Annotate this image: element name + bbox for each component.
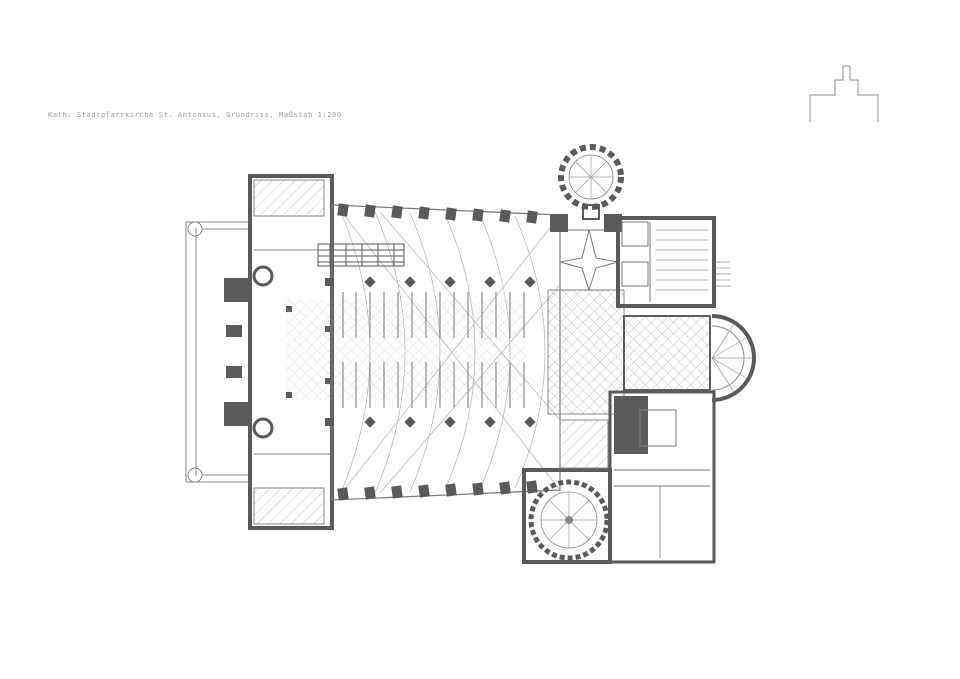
north-chapel [558, 144, 624, 220]
north-sacristy [616, 216, 730, 308]
south-annex [559, 390, 716, 564]
nave [286, 203, 561, 501]
west-towers [224, 174, 334, 530]
elevation-key-icon [809, 65, 879, 122]
crossing [547, 214, 625, 415]
apse [711, 314, 756, 402]
south-chapel [522, 468, 612, 564]
choir [623, 315, 711, 391]
drawing-caption: Kath. Stadtpfarrkirche St. Antonius, Gru… [48, 111, 342, 119]
west-porch [185, 221, 251, 483]
